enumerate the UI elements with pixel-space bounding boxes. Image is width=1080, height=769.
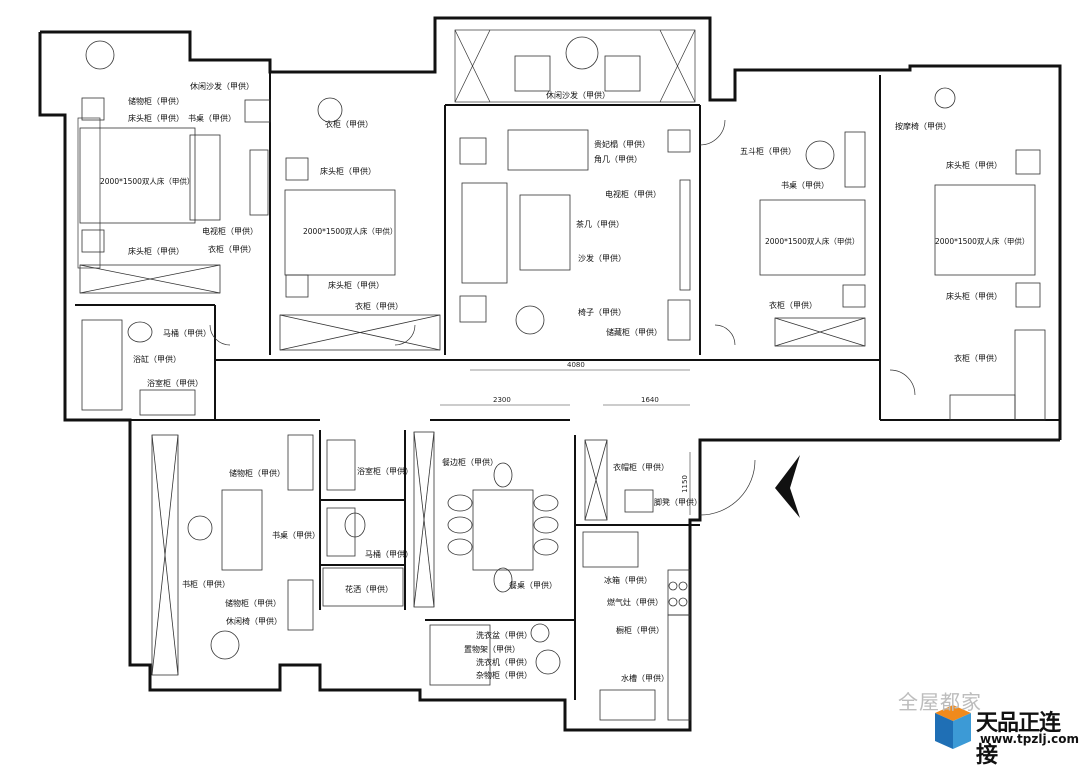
label-bookcase: 书柜（甲供） bbox=[182, 580, 230, 589]
label-tea-table: 茶几（甲供） bbox=[576, 220, 624, 229]
label-tv-cab-living: 电视柜（甲供） bbox=[605, 190, 661, 199]
entrance-arrow bbox=[775, 455, 800, 518]
brand-url: www.tpzlj.com bbox=[980, 732, 1080, 746]
label-wardrobe-1: 衣柜（甲供） bbox=[208, 245, 256, 254]
label-leisure-sofa-1: 休闲沙发（甲供） bbox=[190, 82, 254, 91]
label-bedside-4a: 床头柜（甲供） bbox=[946, 161, 1002, 170]
watermark-text: 全屋都家 bbox=[898, 690, 982, 714]
label-washer: 洗衣机（甲供） bbox=[476, 658, 532, 667]
dimension-lines bbox=[440, 369, 691, 515]
label-desk-3: 书桌（甲供） bbox=[781, 181, 829, 190]
label-bed-2: 2000*1500双人床（甲供） bbox=[303, 227, 398, 236]
dimension-dining-width: 2300 bbox=[493, 396, 511, 404]
label-gas-stove: 燃气灶（甲供） bbox=[607, 598, 663, 607]
label-stool: 脚凳（甲供） bbox=[654, 498, 702, 507]
label-wardrobe-2a: 衣柜（甲供） bbox=[325, 120, 373, 129]
label-massage-chair: 按摩椅（甲供） bbox=[895, 122, 951, 131]
balcony-hatch bbox=[77, 29, 696, 269]
label-storage-cab-1: 储物柜（甲供） bbox=[128, 97, 184, 106]
label-bed-4: 2000*1500双人床（甲供） bbox=[935, 237, 1030, 246]
label-bedside-1b: 床头柜（甲供） bbox=[128, 247, 184, 256]
label-bathtub: 浴缸（甲供） bbox=[133, 355, 181, 364]
label-storage-cab-living: 储藏柜（甲供） bbox=[606, 328, 662, 337]
label-rack: 置物架（甲供） bbox=[464, 645, 520, 654]
brand-title: 天品正连接 bbox=[976, 711, 1061, 768]
label-shoe-cab: 衣帽柜（甲供） bbox=[613, 463, 669, 472]
label-tv-cab-1: 电视柜（甲供） bbox=[202, 227, 258, 236]
label-storage-study-b: 储物柜（甲供） bbox=[225, 599, 281, 608]
label-desk-study: 书桌（甲供） bbox=[272, 531, 320, 540]
dimension-foyer-width: 1640 bbox=[641, 396, 659, 404]
label-bedside-2a: 床头柜（甲供） bbox=[320, 167, 376, 176]
label-wash-basin: 洗衣盆（甲供） bbox=[476, 631, 532, 640]
label-wardrobe-2b: 衣柜（甲供） bbox=[355, 302, 403, 311]
label-sink: 水槽（甲供） bbox=[621, 674, 669, 683]
label-toilet-2: 马桶（甲供） bbox=[365, 550, 413, 559]
label-leisure-sofa-2: 休闲沙发（甲供） bbox=[546, 91, 610, 100]
label-desk-1: 书桌（甲供） bbox=[188, 114, 236, 123]
label-bedside-1a: 床头柜（甲供） bbox=[128, 114, 184, 123]
label-utility-cab: 杂物柜（甲供） bbox=[476, 671, 532, 680]
label-wardrobe-3: 衣柜（甲供） bbox=[769, 301, 817, 310]
label-vanity-2: 浴室柜（甲供） bbox=[357, 467, 413, 476]
label-cupboard: 橱柜（甲供） bbox=[616, 626, 664, 635]
label-chest-cab: 五斗柜（甲供） bbox=[740, 147, 796, 156]
label-wardrobe-4: 衣柜（甲供） bbox=[954, 354, 1002, 363]
label-bed-1: 2000*1500双人床（甲供） bbox=[100, 177, 195, 186]
label-bed-3: 2000*1500双人床（甲供） bbox=[765, 237, 860, 246]
label-bedside-4b: 床头柜（甲供） bbox=[946, 292, 1002, 301]
label-corner-table: 角几（甲供） bbox=[594, 155, 642, 164]
brand-logo-mark bbox=[935, 705, 971, 749]
furniture bbox=[79, 36, 1046, 721]
dimension-door-width: 1150 bbox=[680, 475, 689, 493]
dimension-living-width: 4080 bbox=[567, 361, 585, 369]
label-shower: 花洒（甲供） bbox=[345, 585, 393, 594]
label-leisure-chair: 休闲椅（甲供） bbox=[226, 617, 282, 626]
label-chair: 椅子（甲供） bbox=[578, 308, 626, 317]
label-fridge: 冰箱（甲供） bbox=[604, 576, 652, 585]
label-sofa: 沙发（甲供） bbox=[578, 254, 626, 263]
label-storage-study-a: 储物柜（甲供） bbox=[229, 469, 285, 478]
label-sideboard: 餐边柜（甲供） bbox=[442, 458, 498, 467]
label-chaise: 贵妃榻（甲供） bbox=[594, 140, 650, 149]
label-dining-table: 餐桌（甲供） bbox=[509, 581, 557, 590]
doors bbox=[209, 119, 916, 516]
label-vanity-1: 浴室柜（甲供） bbox=[147, 379, 203, 388]
label-toilet-1: 马桶（甲供） bbox=[163, 329, 211, 338]
label-bedside-2b: 床头柜（甲供） bbox=[328, 281, 384, 290]
interior-walls bbox=[75, 72, 1060, 700]
